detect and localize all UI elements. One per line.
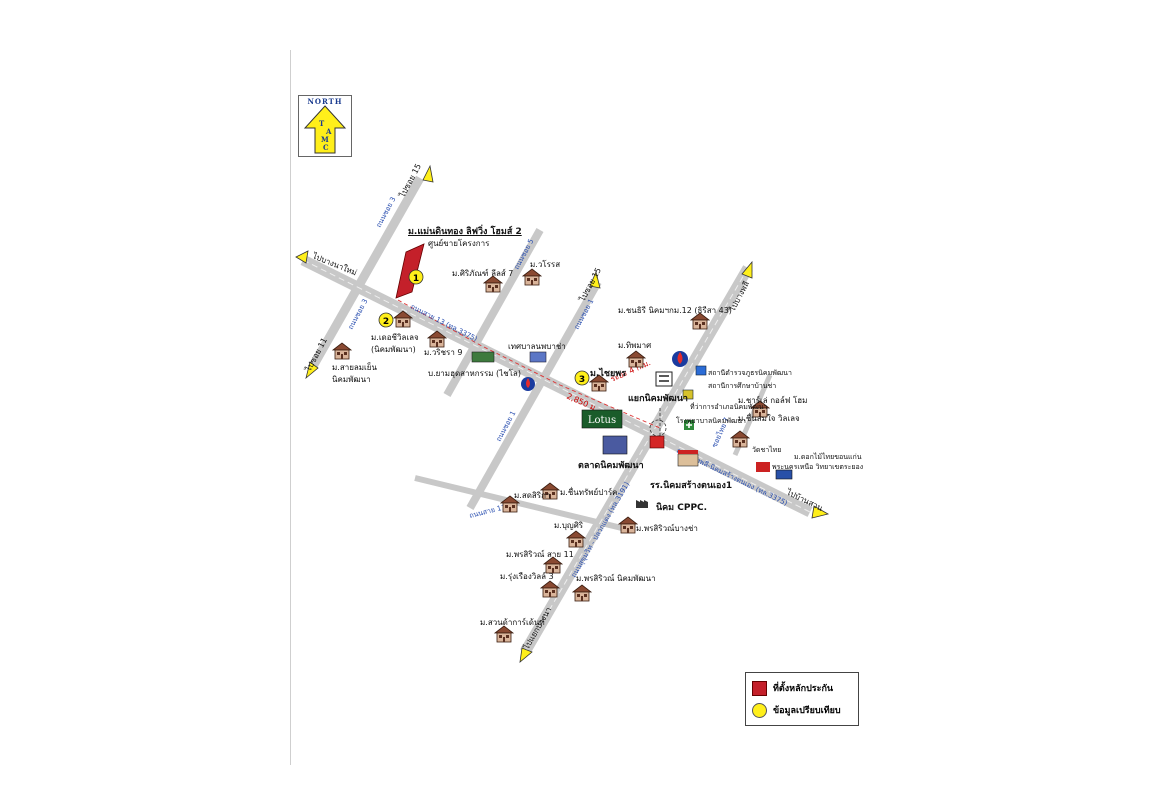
road-soi1	[466, 280, 602, 510]
legend-comparable-swatch	[752, 702, 767, 718]
label-siri: ม.ศิริภัณฑ์ ลีลส์ 7	[452, 269, 514, 278]
svg-text:1: 1	[413, 274, 419, 284]
label-market: ตลาดนิคมพัฒนา	[578, 461, 644, 471]
svg-text:2: 2	[383, 317, 389, 327]
house-icon	[332, 342, 352, 360]
svg-text:M: M	[321, 135, 329, 144]
police-icon	[695, 365, 707, 376]
road-soi11	[414, 475, 631, 533]
legend-collateral-swatch	[752, 680, 767, 696]
house-icon	[618, 516, 638, 534]
gas-station-icon	[672, 351, 688, 367]
label-porn2: ม.พรสิริวณ์ สาย 11	[506, 550, 574, 559]
building-icon	[529, 351, 547, 363]
svg-text:C: C	[323, 143, 329, 152]
temple-icon	[756, 462, 770, 472]
label-chanthip: ม.ชื่นทรัพย์ปาร์ค	[560, 488, 618, 497]
svg-text:A: A	[325, 127, 332, 136]
label-bus2: พระนครเหนือ วิทยาเขตระยอง	[772, 463, 864, 471]
label-suan: ม.สวนด้าการ์เด้นท์	[480, 618, 545, 627]
label-sales: ศูนย์ขายโครงการ	[428, 239, 490, 248]
direction-arrows	[295, 164, 830, 663]
label-rung: ม.รุ่งเรืองวิลล์ 3	[500, 572, 554, 581]
label-porn1: ม.พรสิริวณ์บางช่า	[636, 524, 698, 533]
school-icon	[677, 453, 699, 467]
road-soi3-left	[308, 175, 424, 371]
label-edu: สถานีการศึกษาบ้านช่า	[708, 382, 777, 390]
label-bus: ม.ดอกไม้ไทยขอนแก่น	[794, 453, 862, 461]
label-police: สถานีตำรวจภูธรนิคมพัฒนา	[708, 369, 792, 377]
collateral-plot	[395, 243, 425, 299]
house-icon	[540, 580, 560, 598]
page-edge	[290, 50, 291, 765]
factory-icon	[471, 351, 495, 363]
house-icon	[626, 350, 646, 368]
gas-station-icon	[521, 377, 535, 391]
legend-collateral: ที่ตั้งหลักประกัน	[752, 680, 833, 696]
arrow-ne-icon	[741, 260, 753, 279]
legend-comparable: ข้อมูลเปรียบเทียบ	[752, 702, 841, 718]
marker-2: 2	[378, 312, 394, 328]
north-arrow-icon: T A M C	[303, 105, 347, 154]
label-project: ม.แม่นดินทอง ลิฟวิ่ง โฮมส์ 2	[408, 227, 522, 237]
label-boonsiri: ม.บุญศิริ	[554, 521, 584, 530]
label-hospital: โรงพยาบาลนิคมพัฒนา	[676, 417, 746, 425]
arrow-e-icon	[811, 505, 830, 519]
arrow-w-icon	[305, 361, 319, 380]
label-chaoarree: ม.ชื่นสมใจ วิลเลจ	[738, 414, 800, 423]
lotus-logo	[581, 409, 623, 429]
label-saiyon: ม.สายลมเย็น	[332, 363, 377, 372]
label-thesaban: เทศบาลนพบาช่า	[508, 342, 566, 351]
svg-text:T: T	[319, 119, 325, 128]
arrow-nw-icon	[295, 250, 309, 264]
legend: ที่ตั้งหลักประกัน ข้อมูลเปรียบเทียบ	[745, 672, 859, 726]
label-thipmart: ม.ทิพมาศ	[618, 341, 652, 350]
label-saedsiri: ม.สดสิริกา	[514, 491, 551, 500]
legend-collateral-label: ที่ตั้งหลักประกัน	[773, 684, 834, 694]
shop-icon	[649, 435, 665, 449]
label-chaiyaporn: ม.ไชยพร	[590, 369, 627, 379]
factory-icon-cppc	[636, 500, 648, 508]
arrow-n2-icon	[589, 270, 601, 289]
label-lecheer2: (นิคมพัฒนา)	[371, 345, 416, 354]
label-saiyon2: นิคมพัฒนา	[332, 375, 371, 384]
svg-text:Lotus: Lotus	[588, 415, 616, 426]
bus-icon	[775, 469, 793, 480]
label-mayor: ที่ว่าการอำเภอนิคมพัฒนา	[690, 403, 768, 411]
svg-text:3: 3	[579, 375, 585, 385]
label-school: รร.นิคมสร้างตนเอง1	[650, 481, 733, 491]
house-icon	[522, 268, 542, 286]
house-icon	[566, 530, 586, 548]
label-porn3: ม.พรสิริวณ์ นิคมพัฒนา	[576, 574, 656, 583]
arrow-n1-icon	[422, 164, 434, 183]
arrow-s-icon	[519, 647, 533, 663]
road-soi5	[443, 228, 544, 397]
label-bandit: บ.ยามฮุดสาหกรรม (ไชโล)	[428, 369, 521, 378]
label-sanniti: ม.ชนธิรี นิคมฯกม.12 (ธิรีสา 43)	[618, 306, 732, 315]
north-indicator: NORTH T A M C	[298, 95, 352, 157]
label-wirin: ม.วริชรา 9	[424, 348, 463, 357]
bank-icon	[655, 371, 673, 387]
label-lecheer: ม.เดอชีวิลเลจ	[371, 333, 419, 342]
label-chitrada: ม.ชาร์เล่ กอล์ฟ โฮม	[738, 396, 808, 405]
label-marketcross: แยกนิคมพัฒนา	[628, 394, 688, 404]
label-kawin: ม.วโรรส	[530, 260, 561, 269]
office-icon	[682, 389, 694, 400]
north-title: NORTH	[307, 97, 343, 106]
road-network	[300, 175, 813, 655]
label-cppc: นิคม CPPC.	[656, 503, 708, 513]
house-icon	[572, 584, 592, 602]
landmarks: Lotus	[471, 351, 793, 508]
market-icon	[602, 435, 628, 455]
label-temple: วัดชาไทย	[752, 446, 782, 454]
marker-3: 3	[574, 370, 590, 386]
marker-1: 1	[408, 269, 424, 285]
legend-comparable-label: ข้อมูลเปรียบเทียบ	[773, 706, 841, 716]
